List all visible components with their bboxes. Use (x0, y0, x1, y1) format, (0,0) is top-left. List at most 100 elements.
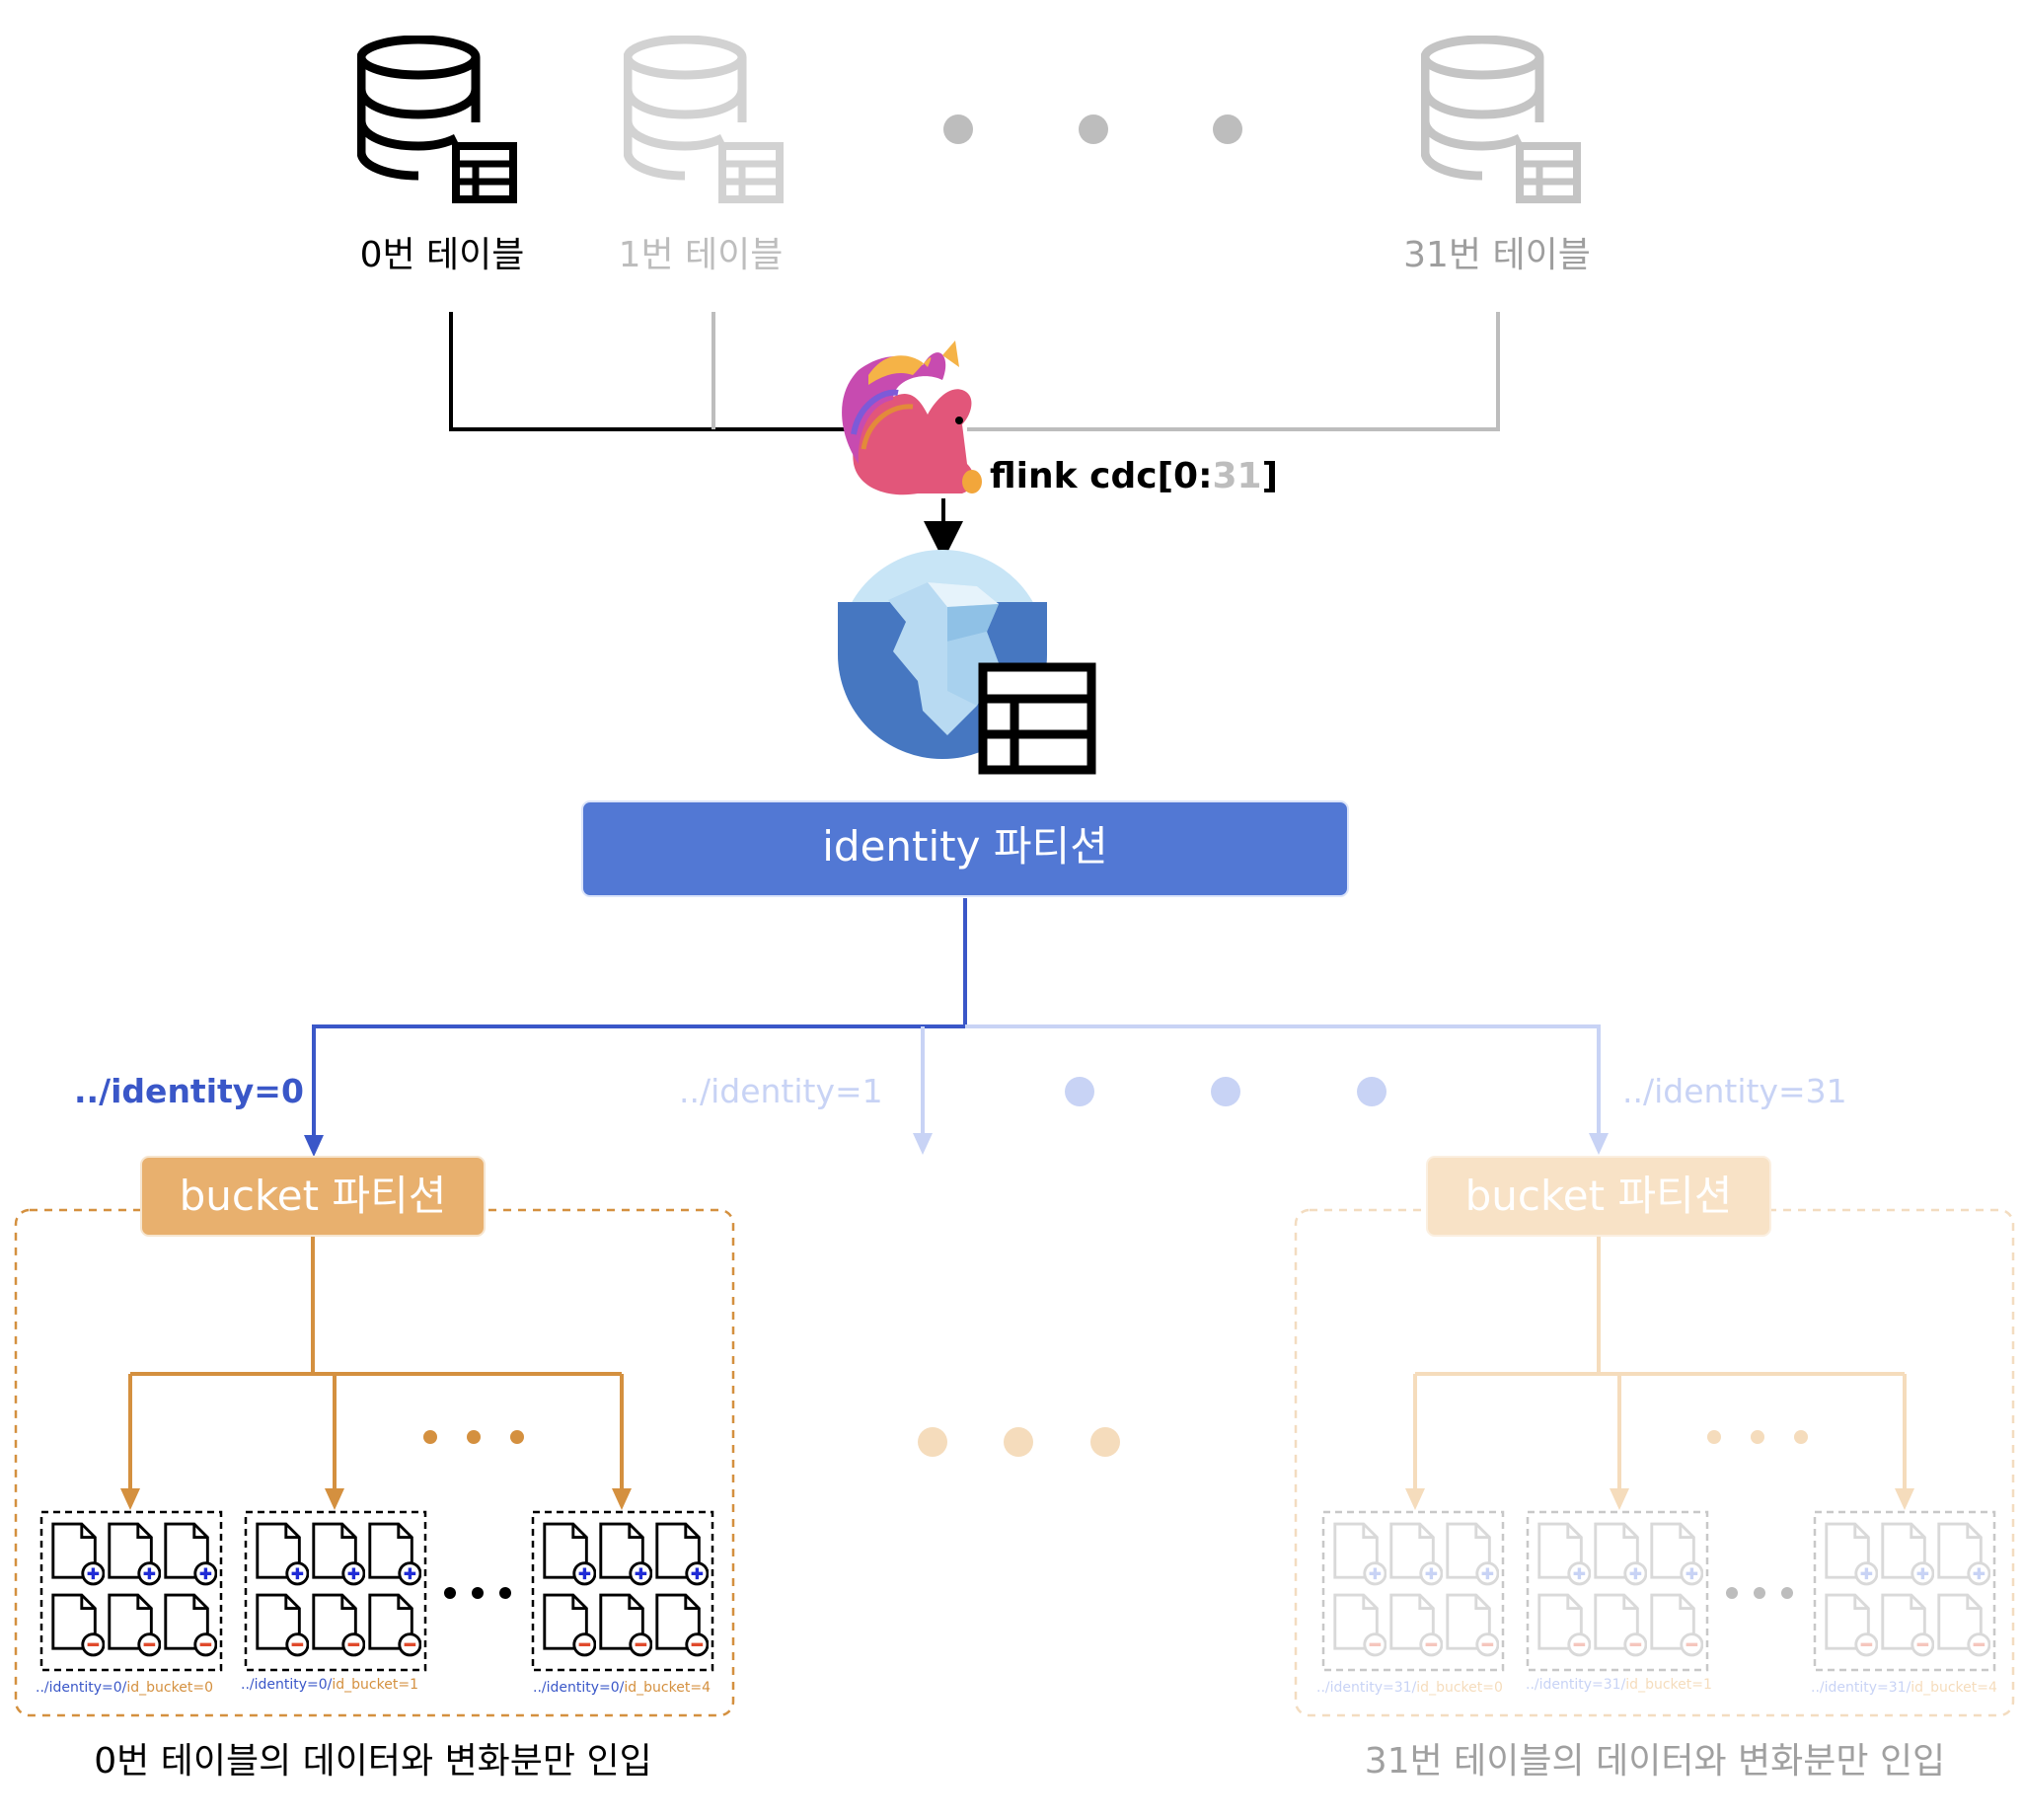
identity-0-arrowhead (304, 1135, 324, 1157)
right-bucket-arrowheads (1405, 1488, 1914, 1510)
right-bucket-path-0: ../identity=31/id_bucket=0 (1316, 1680, 1503, 1696)
file-delete-icon (312, 1593, 365, 1657)
left-bucket-files (39, 1510, 714, 1672)
ellipsis-dot (1357, 1077, 1386, 1106)
ellipsis-dot (423, 1430, 437, 1444)
file-delete-icon (1937, 1593, 1990, 1657)
file-insert-icon (368, 1522, 421, 1586)
ellipsis-dot (1726, 1587, 1738, 1599)
identity-0-connector (312, 898, 967, 1145)
left-bucket-partition-label: bucket 파티션 (180, 1172, 447, 1220)
file-insert-icon (1537, 1522, 1591, 1586)
file-insert-icon (312, 1522, 365, 1586)
left-bucket-partition-box (140, 1156, 486, 1237)
file-delete-icon (543, 1593, 596, 1657)
file-insert-icon (1594, 1522, 1647, 1586)
file-insert-icon (543, 1522, 596, 1586)
table-0-connector (449, 312, 849, 431)
ellipsis-dot (1794, 1430, 1808, 1444)
file-insert-icon (1825, 1522, 1878, 1586)
ellipsis-dot (918, 1427, 947, 1457)
table-1-label: 1번 테이블 (619, 235, 784, 275)
table-31-connector (967, 312, 1500, 431)
ellipsis-dot (472, 1587, 484, 1599)
right-bucket-path-4: ../identity=31/id_bucket=4 (1811, 1680, 1997, 1696)
right-bucket-path-1: ../identity=31/id_bucket=1 (1526, 1677, 1712, 1693)
right-bucket-files (1321, 1510, 1996, 1672)
ellipsis-dot (510, 1430, 524, 1444)
bucket-box (531, 1510, 714, 1672)
ellipsis-dot (1065, 1077, 1094, 1106)
ellipsis-dot (1213, 114, 1242, 144)
table-31-label: 31번 테이블 (1403, 235, 1591, 275)
bucket-box (244, 1510, 427, 1672)
table-0-label: 0번 테이블 (360, 235, 525, 275)
left-bucket-path-4: ../identity=0/id_bucket=4 (533, 1680, 711, 1696)
identity-0-path: ../identity=0 (74, 1072, 304, 1110)
file-delete-icon (1825, 1593, 1878, 1657)
ellipsis-dot (1751, 1430, 1764, 1444)
file-insert-icon (108, 1522, 161, 1586)
left-bucket-drops (128, 1374, 624, 1492)
ellipsis-dot (499, 1587, 511, 1599)
identity-31-arrowhead (1589, 1133, 1609, 1155)
database-1-icon (628, 39, 780, 199)
ellipsis-dot (467, 1430, 481, 1444)
file-insert-icon (1389, 1522, 1443, 1586)
bucket-box (1526, 1510, 1709, 1672)
file-insert-icon (256, 1522, 309, 1586)
identity-1-path: ../identity=1 (679, 1072, 883, 1110)
file-delete-icon (1881, 1593, 1934, 1657)
ellipsis-dot (444, 1587, 456, 1599)
left-caption: 0번 테이블의 데이터와 변화분만 인입 (94, 1741, 651, 1782)
bucket-box (1813, 1510, 1996, 1672)
ellipsis-dot (1781, 1587, 1793, 1599)
file-delete-icon (368, 1593, 421, 1657)
left-bucket-arrowheads (120, 1488, 632, 1510)
file-delete-icon (655, 1593, 709, 1657)
ellipsis-dot (1090, 1427, 1120, 1457)
file-delete-icon (108, 1593, 161, 1657)
identity-partition-label: identity 파티션 (822, 822, 1108, 871)
left-bucket-path-1: ../identity=0/id_bucket=1 (241, 1677, 418, 1693)
right-bucket-drops (1413, 1374, 1907, 1492)
iceberg-icon (838, 550, 1096, 775)
database-31-icon (1425, 39, 1577, 199)
file-insert-icon (1650, 1522, 1703, 1586)
file-insert-icon (1333, 1522, 1386, 1586)
file-delete-icon (1594, 1593, 1647, 1657)
identity-partition-box (581, 800, 1349, 897)
ellipsis-dot (1079, 114, 1108, 144)
bucket-box (39, 1510, 223, 1672)
file-delete-icon (1446, 1593, 1499, 1657)
identity-1-arrowhead (913, 1133, 933, 1155)
ellipsis-dot (1211, 1077, 1240, 1106)
ellipsis-dot (1707, 1430, 1721, 1444)
ellipsis-dot (1004, 1427, 1033, 1457)
squirrel-icon (842, 341, 982, 495)
left-bucket-path-0: ../identity=0/id_bucket=0 (36, 1680, 213, 1696)
file-insert-icon (1937, 1522, 1990, 1586)
file-delete-icon (1389, 1593, 1443, 1657)
file-delete-icon (256, 1593, 309, 1657)
file-insert-icon (599, 1522, 652, 1586)
file-delete-icon (164, 1593, 217, 1657)
bucket-box (1321, 1510, 1505, 1672)
right-bucket-partition-box (1426, 1156, 1771, 1237)
ellipsis-dot (1754, 1587, 1765, 1599)
file-delete-icon (1333, 1593, 1386, 1657)
right-bucket-partition-label: bucket 파티션 (1465, 1172, 1733, 1220)
flink-cdc-label: flink cdc[0:31] (990, 456, 1278, 496)
file-insert-icon (1446, 1522, 1499, 1586)
identity-31-path: ../identity=31 (1622, 1072, 1847, 1110)
file-delete-icon (1537, 1593, 1591, 1657)
file-insert-icon (1881, 1522, 1934, 1586)
file-delete-icon (51, 1593, 105, 1657)
identity-31-connector (965, 1024, 1601, 1145)
file-insert-icon (164, 1522, 217, 1586)
database-0-icon (361, 39, 513, 199)
file-insert-icon (655, 1522, 709, 1586)
ellipsis-dot (943, 114, 973, 144)
file-delete-icon (1650, 1593, 1703, 1657)
